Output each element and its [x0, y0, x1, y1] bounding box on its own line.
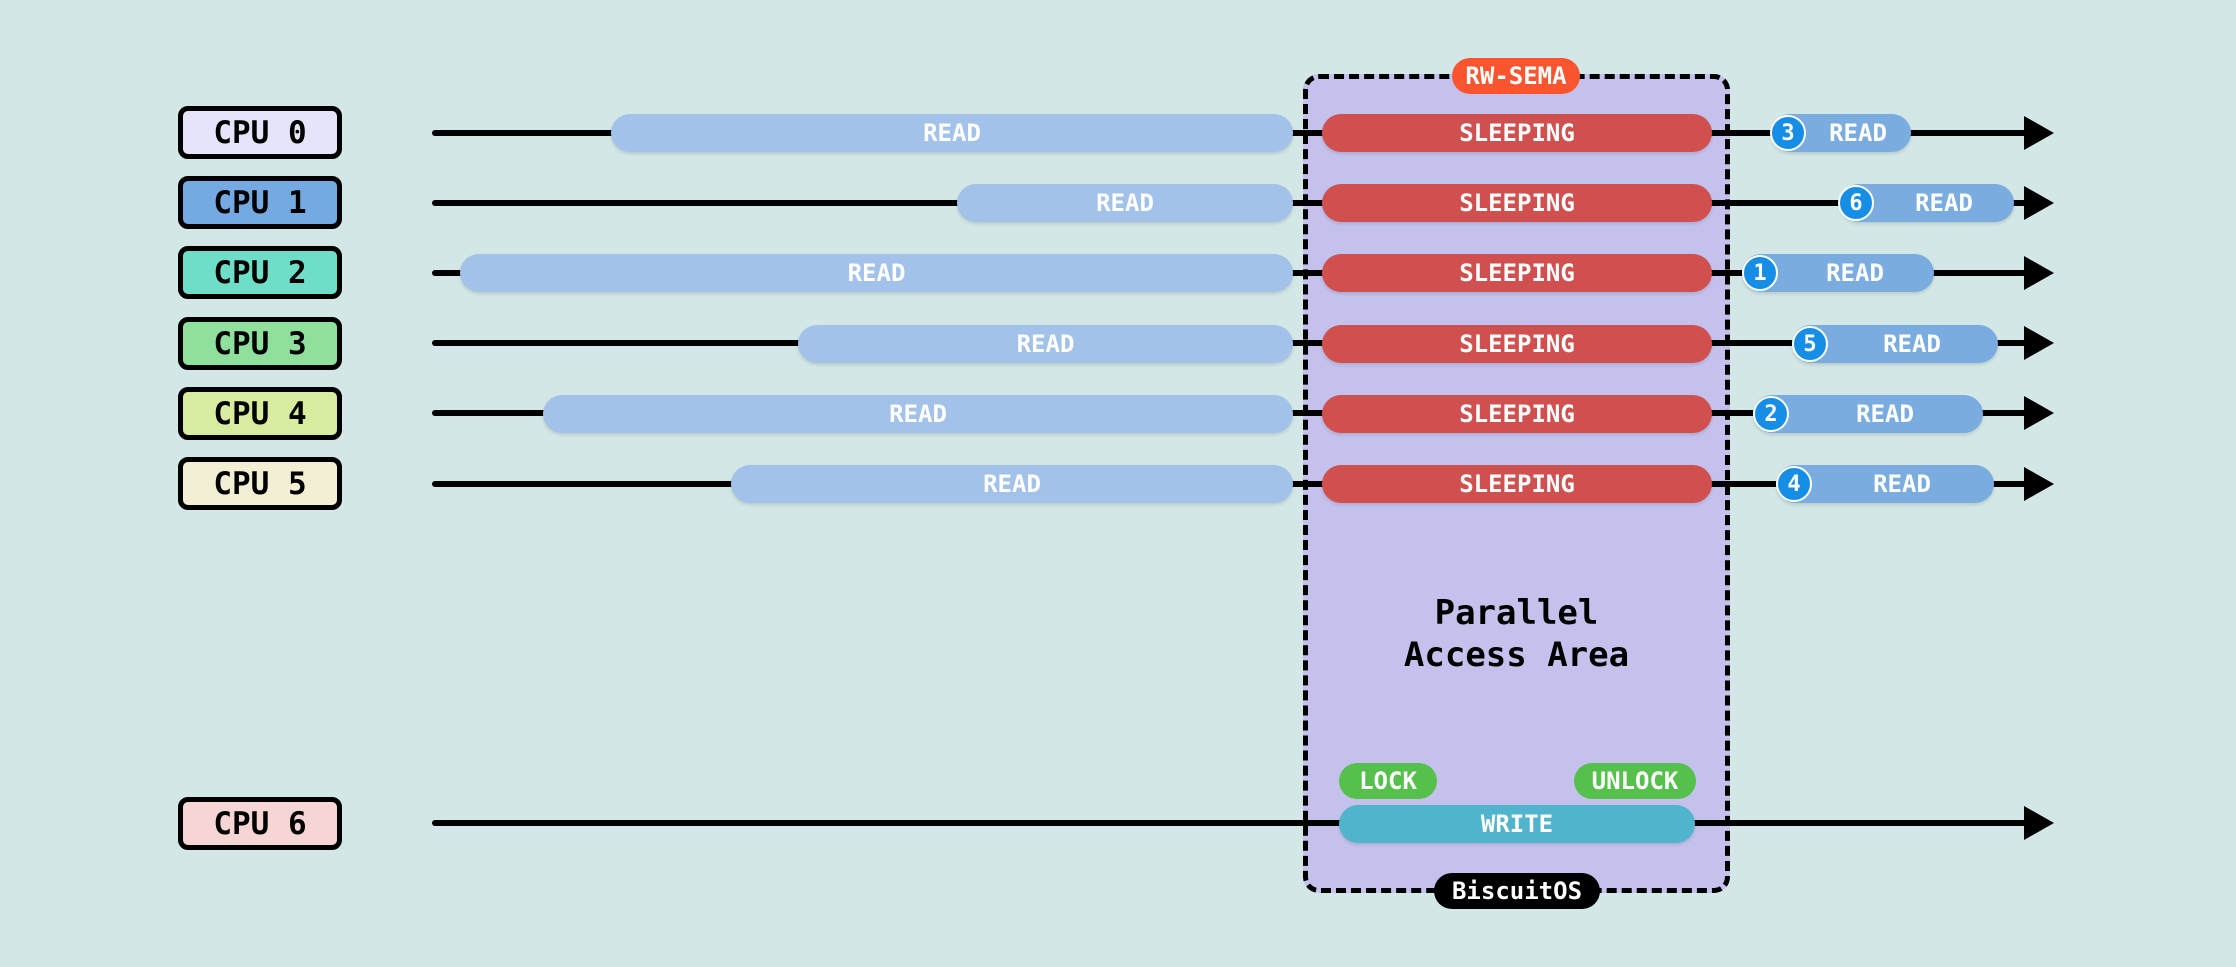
cpu-0-arrow-icon: [2024, 116, 2054, 150]
cpu-2-after-read-bar: READ: [1742, 254, 1934, 292]
cpu-0-read-bar: READ: [611, 114, 1293, 152]
cpu-0-sleeping-bar: SLEEPING: [1322, 114, 1712, 152]
cpu-2-order-badge: 1: [1742, 255, 1778, 291]
cpu-0-order-badge: 3: [1770, 115, 1806, 151]
cpu-4-read-bar: READ: [543, 395, 1293, 433]
cpu-5-arrow-icon: [2024, 467, 2054, 501]
cpu-5-read-bar: READ: [731, 465, 1293, 503]
cpu-1-order-badge: 6: [1838, 185, 1874, 221]
cpu-0-label: CPU 0: [178, 106, 342, 159]
cpu-3-label: CPU 3: [178, 317, 342, 370]
cpu-4-sleeping-bar: SLEEPING: [1322, 395, 1712, 433]
cpu-3-sleeping-bar: SLEEPING: [1322, 325, 1712, 363]
cpu-6-write-bar: WRITE: [1339, 805, 1695, 843]
cpu-5-sleeping-bar: SLEEPING: [1322, 465, 1712, 503]
cpu-1-label: CPU 1: [178, 176, 342, 229]
cpu-6-label: CPU 6: [178, 797, 342, 850]
cpu-2-arrow-icon: [2024, 256, 2054, 290]
cpu-1-read-bar: READ: [957, 184, 1293, 222]
unlock-badge: UNLOCK: [1574, 763, 1696, 799]
cpu-2-read-bar: READ: [460, 254, 1293, 292]
cpu-4-after-read-bar: READ: [1753, 395, 1983, 433]
zone-title-line-1: Parallel: [1434, 593, 1599, 633]
cpu-3-read-bar: READ: [798, 325, 1293, 363]
cpu-2-sleeping-bar: SLEEPING: [1322, 254, 1712, 292]
cpu-6-arrow-icon: [2024, 806, 2054, 840]
lock-badge: LOCK: [1339, 763, 1437, 799]
cpu-5-order-badge: 4: [1776, 466, 1812, 502]
cpu-4-label: CPU 4: [178, 387, 342, 440]
cpu-1-sleeping-bar: SLEEPING: [1322, 184, 1712, 222]
cpu-2-label: CPU 2: [178, 246, 342, 299]
cpu-5-after-read-bar: READ: [1776, 465, 1994, 503]
cpu-3-order-badge: 5: [1792, 326, 1828, 362]
cpu-3-arrow-icon: [2024, 326, 2054, 360]
cpu-6-timeline: [432, 820, 2039, 826]
biscuitos-badge: BiscuitOS: [1434, 873, 1600, 909]
zone-title-line-2: Access Area: [1403, 635, 1630, 675]
zone-title: Parallel Access Area: [1303, 592, 1730, 676]
cpu-5-label: CPU 5: [178, 457, 342, 510]
cpu-4-order-badge: 2: [1753, 396, 1789, 432]
cpu-1-arrow-icon: [2024, 186, 2054, 220]
rw-sema-badge: RW-SEMA: [1452, 58, 1580, 94]
cpu-4-arrow-icon: [2024, 396, 2054, 430]
